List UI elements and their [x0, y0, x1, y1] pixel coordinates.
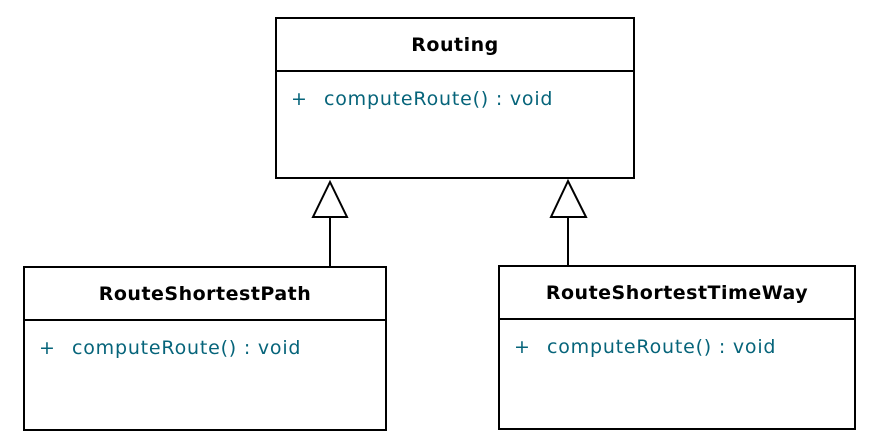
visibility-plus: + — [514, 336, 531, 358]
class-box-routing: Routing + computeRoute() : void — [275, 17, 635, 179]
class-name: Routing — [277, 19, 633, 72]
visibility-plus: + — [39, 337, 56, 359]
class-name: RouteShortestPath — [25, 268, 385, 321]
class-box-route-shortest-path: RouteShortestPath + computeRoute() : voi… — [23, 266, 387, 431]
generalization-arrowhead-left-icon — [311, 179, 349, 218]
class-box-route-shortest-time-way: RouteShortestTimeWay + computeRoute() : … — [498, 265, 856, 430]
generalization-arrowhead-right-icon — [549, 178, 588, 218]
method-signature: computeRoute() : void — [324, 88, 554, 110]
visibility-plus: + — [291, 88, 308, 110]
method-row: + computeRoute() : void — [25, 321, 385, 359]
class-name: RouteShortestTimeWay — [500, 267, 854, 320]
method-row: + computeRoute() : void — [500, 320, 854, 358]
method-signature: computeRoute() : void — [547, 336, 777, 358]
method-signature: computeRoute() : void — [72, 337, 302, 359]
method-row: + computeRoute() : void — [277, 72, 633, 110]
